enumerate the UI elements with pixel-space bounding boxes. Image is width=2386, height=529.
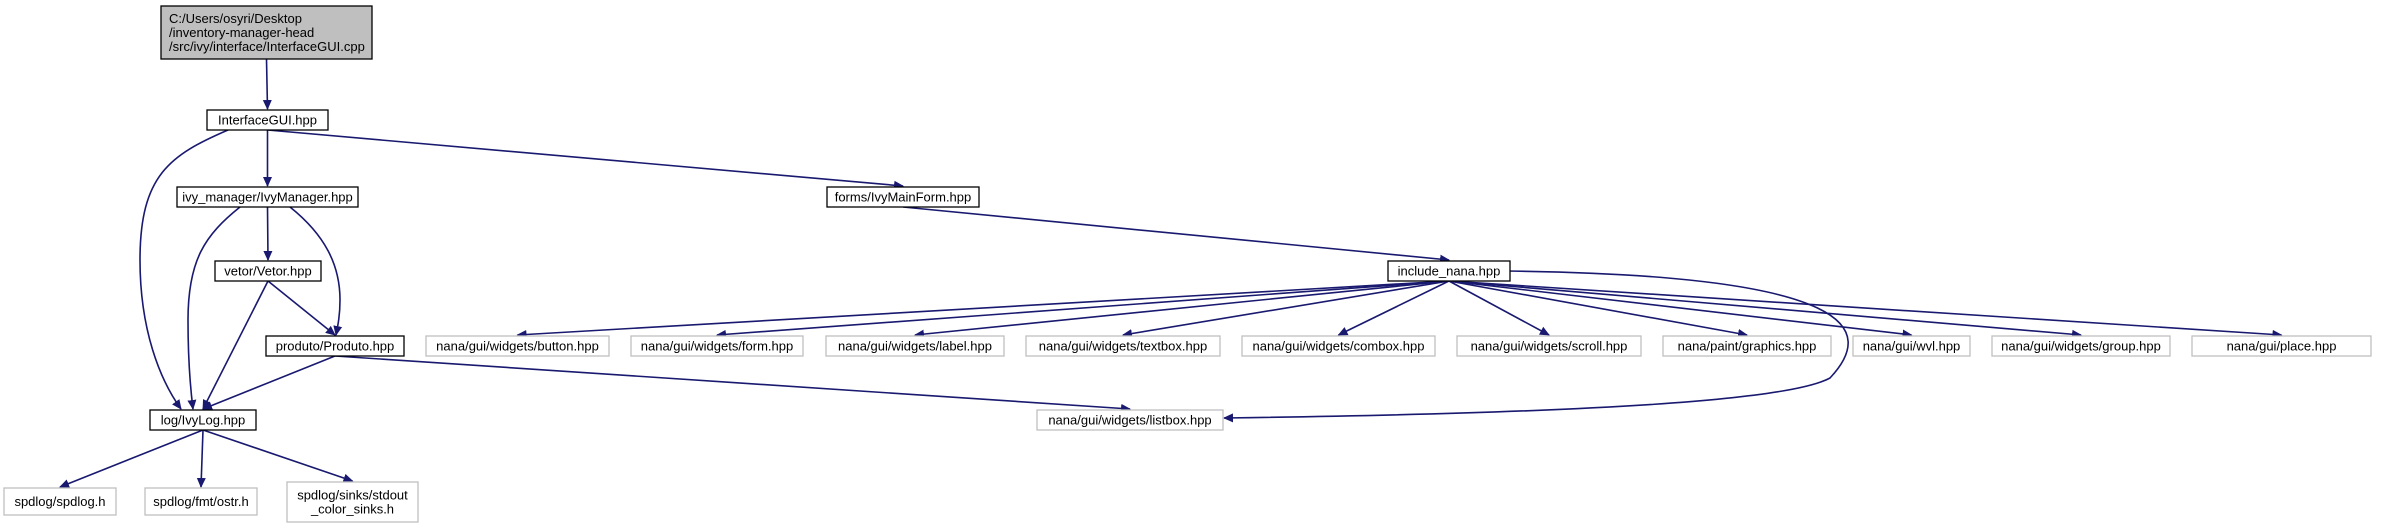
node-box — [265, 335, 405, 357]
node-label: _color_sinks.h — [310, 502, 394, 517]
node-label: nana/gui/widgets/scroll.hpp — [1471, 339, 1628, 354]
node-label: nana/paint/graphics.hpp — [1678, 339, 1817, 354]
node-wvl-hpp: nana/gui/wvl.hpp — [1852, 335, 1971, 357]
node-stdout-color-sinks-h: spdlog/sinks/stdout_color_sinks.h — [286, 481, 419, 523]
node-label: nana/gui/widgets/listbox.hpp — [1048, 413, 1211, 428]
edge-ivymanager-hpp-to-produto-hpp — [289, 206, 343, 336]
node-box — [1036, 409, 1224, 431]
node-box — [214, 260, 322, 282]
node-box — [286, 481, 419, 523]
node-vetor-hpp[interactable]: vetor/Vetor.hpp — [214, 260, 322, 282]
nodes-layer: C:/Users/osyri/Desktop/inventory-manager… — [3, 5, 2372, 523]
node-box — [1662, 335, 1832, 357]
node-box — [2191, 335, 2372, 357]
edge-interfacegui-cpp-to-interfacegui-hpp — [262, 58, 272, 110]
node-label: nana/gui/place.hpp — [2227, 339, 2337, 354]
node-include-nana-hpp[interactable]: include_nana.hpp — [1387, 260, 1511, 282]
edge-interfacegui-hpp-to-ivymainform-hpp — [267, 129, 904, 190]
node-ivymanager-hpp[interactable]: ivy_manager/IvyManager.hpp — [176, 186, 359, 208]
node-listbox-hpp: nana/gui/widgets/listbox.hpp — [1036, 409, 1224, 431]
node-box — [176, 186, 359, 208]
node-box — [425, 335, 610, 357]
edge-ivylog-hpp-to-fmt-ostr-h — [196, 429, 206, 488]
node-label: spdlog/spdlog.h — [14, 494, 105, 509]
node-label: nana/gui/widgets/combox.hpp — [1252, 339, 1424, 354]
node-combox-hpp: nana/gui/widgets/combox.hpp — [1241, 335, 1436, 357]
node-box — [1241, 335, 1436, 357]
node-label: nana/gui/wvl.hpp — [1863, 339, 1961, 354]
edge-ivymanager-hpp-to-ivylog-hpp — [187, 206, 241, 410]
node-box — [160, 5, 373, 60]
edge-ivymanager-hpp-to-vetor-hpp — [263, 206, 273, 261]
node-produto-hpp[interactable]: produto/Produto.hpp — [265, 335, 405, 357]
node-label: ivy_manager/IvyManager.hpp — [182, 190, 353, 205]
node-label: nana/gui/widgets/form.hpp — [641, 339, 793, 354]
node-fmt-ostr-h: spdlog/fmt/ostr.h — [144, 487, 258, 516]
node-group-hpp: nana/gui/widgets/group.hpp — [1991, 335, 2171, 357]
edge-ivylog-hpp-to-spdlog-h — [59, 429, 204, 488]
node-label: spdlog/fmt/ostr.h — [153, 494, 248, 509]
node-interfacegui-hpp[interactable]: InterfaceGUI.hpp — [206, 109, 329, 131]
node-label: /inventory-manager-head — [169, 25, 314, 40]
node-label: nana/gui/widgets/label.hpp — [838, 339, 992, 354]
edge-produto-hpp-to-ivylog-hpp — [202, 355, 336, 410]
edge-include-nana-hpp-to-scroll-hpp — [1448, 280, 1550, 336]
edge-include-nana-hpp-to-combox-hpp — [1337, 280, 1450, 336]
edge-interfacegui-hpp-to-ivylog-hpp — [139, 129, 229, 410]
node-box — [1387, 260, 1511, 282]
node-place-hpp: nana/gui/place.hpp — [2191, 335, 2372, 357]
node-box — [1991, 335, 2171, 357]
node-interfacegui-cpp[interactable]: C:/Users/osyri/Desktop/inventory-manager… — [160, 5, 373, 60]
node-label: nana/gui/widgets/button.hpp — [436, 339, 599, 354]
node-label: vetor/Vetor.hpp — [224, 264, 311, 279]
edge-ivylog-hpp-to-stdout-color-sinks-h — [202, 429, 354, 483]
node-textbox-hpp: nana/gui/widgets/textbox.hpp — [1025, 335, 1221, 357]
node-graphics-hpp: nana/paint/graphics.hpp — [1662, 335, 1832, 357]
edge-include-nana-hpp-to-form-hpp — [716, 280, 1450, 339]
node-label: C:/Users/osyri/Desktop — [169, 11, 302, 26]
node-label: produto/Produto.hpp — [276, 339, 395, 354]
edge-ivymainform-hpp-to-include-nana-hpp — [902, 206, 1450, 264]
node-box — [206, 109, 329, 131]
node-box — [826, 186, 980, 208]
node-box — [1025, 335, 1221, 357]
node-box — [1852, 335, 1971, 357]
edge-include-nana-hpp-to-label-hpp — [914, 280, 1450, 339]
node-box — [825, 335, 1005, 357]
node-label: log/IvyLog.hpp — [161, 413, 246, 428]
node-label: nana/gui/widgets/group.hpp — [2001, 339, 2161, 354]
node-label: nana/gui/widgets/textbox.hpp — [1039, 339, 1207, 354]
node-button-hpp: nana/gui/widgets/button.hpp — [425, 335, 610, 357]
node-label: InterfaceGUI.hpp — [218, 113, 317, 128]
node-ivylog-hpp[interactable]: log/IvyLog.hpp — [149, 409, 257, 431]
edge-include-nana-hpp-to-textbox-hpp — [1122, 280, 1450, 338]
edge-include-nana-hpp-to-graphics-hpp — [1448, 280, 1748, 338]
edge-produto-hpp-to-listbox-hpp — [334, 355, 1131, 413]
node-box — [144, 487, 258, 516]
node-label: spdlog/sinks/stdout — [297, 488, 408, 503]
node-label: forms/IvyMainForm.hpp — [835, 190, 972, 205]
node-label: include_nana.hpp — [1398, 264, 1501, 279]
node-ivymainform-hpp[interactable]: forms/IvyMainForm.hpp — [826, 186, 980, 208]
edge-include-nana-hpp-to-place-hpp — [1448, 280, 2283, 339]
edge-include-nana-hpp-to-wvl-hpp — [1448, 280, 1913, 339]
node-box — [1456, 335, 1642, 357]
node-scroll-hpp: nana/gui/widgets/scroll.hpp — [1456, 335, 1642, 357]
node-label-hpp: nana/gui/widgets/label.hpp — [825, 335, 1005, 357]
edges-layer — [59, 58, 2283, 488]
edge-include-nana-hpp-to-button-hpp — [516, 280, 1450, 339]
edge-include-nana-hpp-to-listbox-hpp — [1223, 270, 1849, 423]
node-spdlog-h: spdlog/spdlog.h — [3, 487, 117, 516]
edge-include-nana-hpp-to-group-hpp — [1448, 280, 2082, 339]
node-form-hpp: nana/gui/widgets/form.hpp — [630, 335, 804, 357]
node-box — [630, 335, 804, 357]
edge-vetor-hpp-to-produto-hpp — [267, 280, 336, 336]
node-label: /src/ivy/interface/InterfaceGUI.cpp — [169, 39, 365, 54]
node-box — [149, 409, 257, 431]
edge-vetor-hpp-to-ivylog-hpp — [202, 280, 269, 410]
node-box — [3, 487, 117, 516]
